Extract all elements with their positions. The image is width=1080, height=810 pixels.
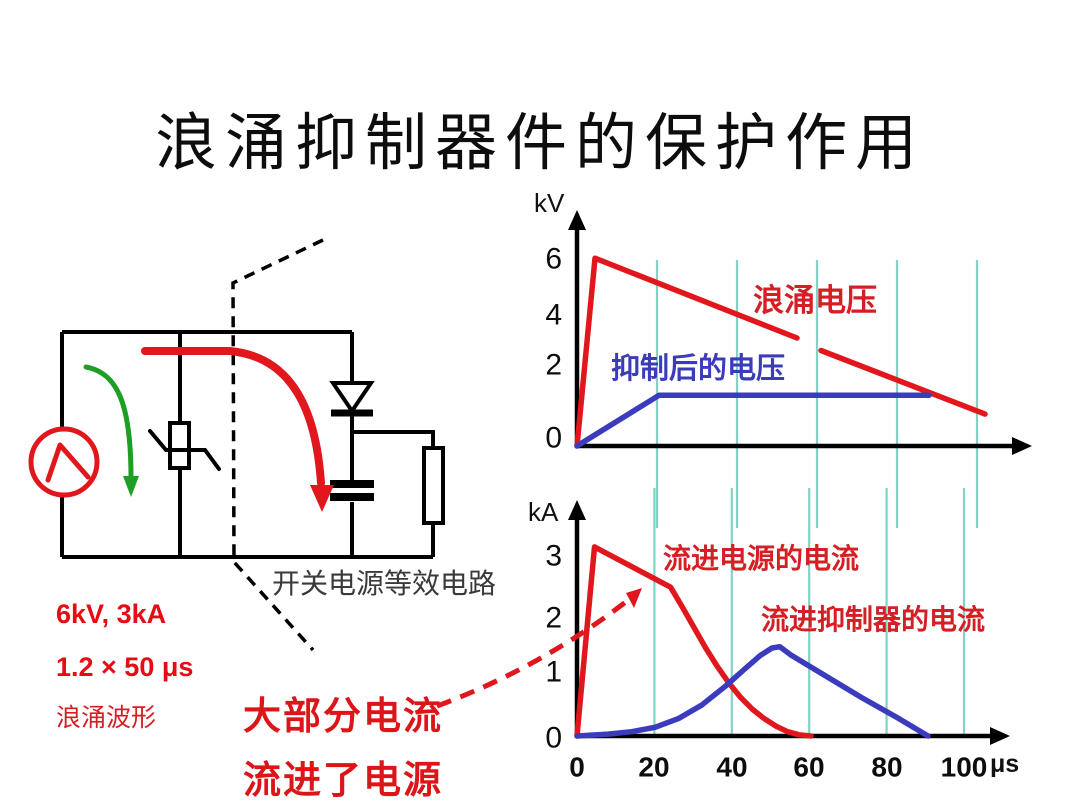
circuit-diagram [28, 238, 445, 652]
callout-line-2: 流进了电源 [243, 760, 444, 802]
page-title: 浪涌抑制器件的保护作用 [154, 110, 925, 178]
surge-rating-text: 6kV, 3kA [56, 599, 167, 629]
callout-dashed-arrow [436, 588, 642, 709]
circuit-caption: 开关电源等效电路 [272, 569, 497, 600]
y-tick-label: 0 [545, 422, 562, 455]
series-line [574, 643, 931, 739]
voltage-chart: 6 4 2 0 [545, 210, 1032, 528]
series-line [818, 347, 988, 417]
varistor-icon [148, 421, 221, 471]
circuit-wires [60, 330, 433, 559]
callout-line-1: 大部分电流 [243, 696, 444, 738]
y-tick-label: 0 [545, 722, 562, 755]
series-line [574, 392, 932, 449]
y-tick-label: 2 [545, 349, 562, 382]
x-axis-arrow [990, 727, 1010, 745]
capacitor-icon [330, 480, 374, 501]
y-tick-label: 2 [545, 602, 562, 635]
suppressed-voltage-label: 抑制后的电压 [611, 353, 786, 385]
series-line [574, 255, 800, 449]
surge-waveshape-text: 1.2 × 50 μs [56, 652, 194, 682]
voltage-series [574, 255, 988, 449]
current-series [574, 544, 931, 739]
surge-waveform-label: 浪涌波形 [56, 705, 157, 732]
voltage-y-unit-label: kV [534, 188, 565, 218]
resistor-icon [422, 446, 445, 525]
x-tick-label: 0 [569, 752, 585, 783]
x-tick-label: 80 [871, 752, 902, 783]
resistor-loop-wire [352, 430, 435, 557]
y-tick-label: 6 [545, 243, 562, 276]
y-axis-arrow [568, 210, 586, 230]
diode-icon [329, 381, 375, 417]
surge-voltage-label: 浪涌电压 [753, 283, 877, 318]
current-x-unit-label: μs [990, 750, 1020, 778]
voltage-ticks: 6 4 2 0 [545, 243, 562, 455]
x-tick-label: 20 [638, 752, 669, 783]
x-tick-label: 40 [716, 752, 747, 783]
voltage-axes [568, 210, 1032, 455]
current-gridlines [653, 488, 966, 736]
green-current-arrow [83, 364, 139, 497]
y-tick-label: 4 [545, 299, 562, 332]
y-axis-arrow [568, 500, 586, 520]
x-tick-label: 60 [793, 752, 824, 783]
surge-source-icon [28, 426, 100, 498]
y-tick-label: 1 [545, 656, 562, 689]
y-tick-label: 3 [545, 540, 562, 573]
boundary-dashed-line [231, 238, 324, 652]
current-into-suppressor-label: 流进抑制器的电流 [761, 605, 986, 636]
x-tick-label: 100 [941, 752, 988, 783]
current-y-unit-label: kA [528, 497, 559, 527]
current-into-supply-label: 流进电源的电流 [663, 544, 860, 575]
red-surge-current-arrow [141, 347, 334, 512]
x-axis-arrow [1012, 437, 1032, 455]
